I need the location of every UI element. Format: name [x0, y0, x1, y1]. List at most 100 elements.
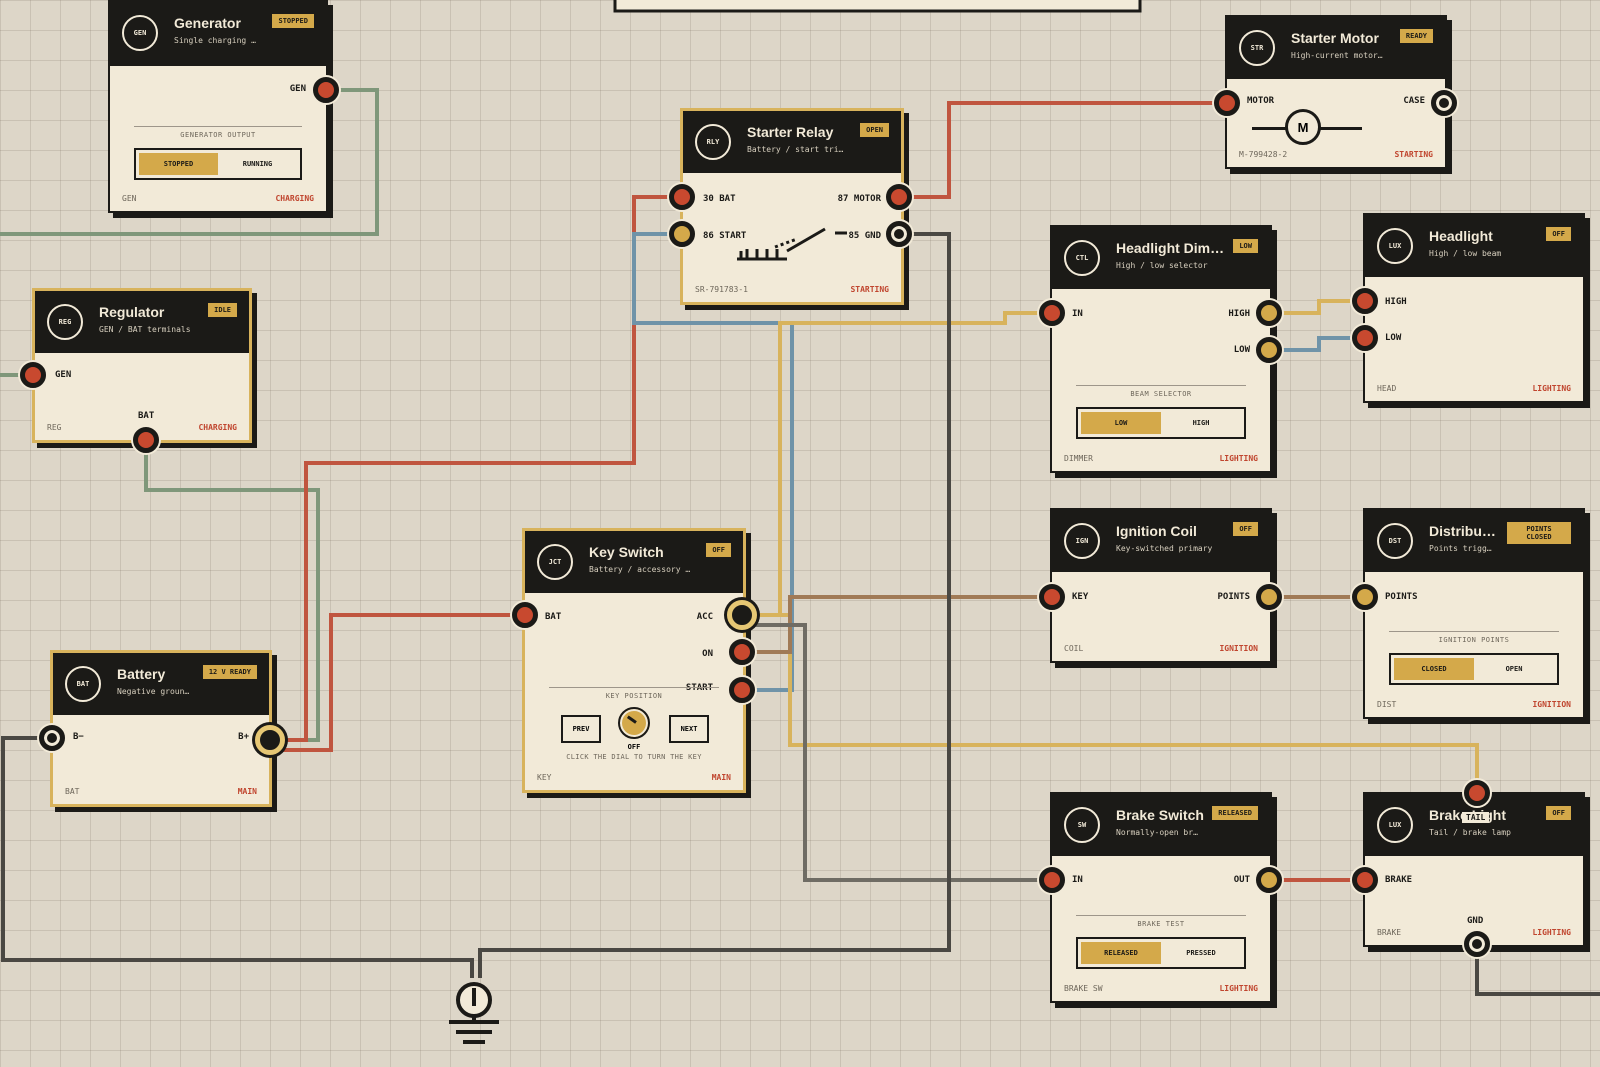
points-toggle[interactable]: CLOSED OPEN: [1389, 653, 1559, 685]
port-label-out: OUT: [1233, 875, 1250, 885]
node-header[interactable]: LUX Headlight High / low beam OFF: [1365, 215, 1583, 277]
node-header[interactable]: BAT Battery Negative groun… 12 V READY: [53, 653, 269, 715]
relay-87-port[interactable]: [886, 184, 912, 210]
brakelight-gnd-port[interactable]: [1464, 931, 1490, 957]
port-label-30: 30 BAT: [703, 194, 736, 204]
port-label-key: KEY: [1072, 592, 1089, 602]
relay-switch-symbol: [737, 227, 847, 261]
switch-icon: SW: [1064, 807, 1100, 843]
dimmer-high-port[interactable]: [1256, 300, 1282, 326]
node-title: Brake Switch: [1116, 807, 1204, 823]
brakelight-brake-port[interactable]: [1352, 867, 1378, 893]
port-label-pos: B+: [238, 732, 249, 742]
key-dial[interactable]: [618, 707, 650, 739]
battery-pos-port[interactable]: [255, 725, 285, 755]
section-label: IGNITION POINTS: [1389, 631, 1559, 644]
key-switch-node[interactable]: JCT Key Switch Battery / accessory … OFF…: [522, 528, 746, 793]
footer-id: COIL: [1064, 644, 1084, 653]
headlight-dimmer-node[interactable]: CTL Headlight Dim… High / low selector L…: [1050, 225, 1272, 473]
generator-node[interactable]: GEN Generator Single charging … STOPPED …: [108, 0, 328, 213]
prev-button[interactable]: PREV: [561, 715, 601, 743]
beam-toggle[interactable]: LOW HIGH: [1076, 407, 1246, 439]
option-closed[interactable]: CLOSED: [1394, 658, 1474, 680]
footer-id: BRAKE: [1377, 928, 1402, 937]
option-open[interactable]: OPEN: [1505, 665, 1523, 673]
battery-node[interactable]: BAT Battery Negative groun… 12 V READY B…: [50, 650, 272, 807]
output-toggle[interactable]: STOPPED RUNNING: [134, 148, 302, 180]
node-header[interactable]: SW Brake Switch Normally-open br… RELEAS…: [1052, 794, 1270, 856]
status-badge: POINTS CLOSED: [1507, 522, 1571, 544]
footer-category: LIGHTING: [1532, 384, 1571, 393]
option-running[interactable]: RUNNING: [242, 160, 273, 168]
option-released[interactable]: RELEASED: [1081, 942, 1161, 964]
port-label-brake: BRAKE: [1385, 875, 1413, 885]
node-title: Generator: [174, 15, 241, 31]
brake-test-toggle[interactable]: RELEASED PRESSED: [1076, 937, 1246, 969]
option-high[interactable]: HIGH: [1192, 419, 1210, 427]
option-pressed[interactable]: PRESSED: [1186, 949, 1216, 957]
key-on-port[interactable]: [729, 639, 755, 665]
starter-motor-node[interactable]: STR Starter Motor High-current motor… RE…: [1225, 15, 1447, 169]
headlight-low-port[interactable]: [1352, 325, 1378, 351]
regulator-bat-port[interactable]: [133, 427, 159, 453]
node-header[interactable]: GEN Generator Single charging … STOPPED: [110, 2, 326, 66]
node-header[interactable]: RLY Starter Relay Battery / start tri… O…: [683, 111, 901, 173]
brakelight-tail-port[interactable]: [1464, 780, 1490, 806]
footer-id: REG: [47, 423, 62, 432]
section-label: GENERATOR OUTPUT: [134, 126, 302, 139]
node-header[interactable]: IGN Ignition Coil Key-switched primary O…: [1052, 510, 1270, 572]
footer-category: STARTING: [850, 285, 889, 294]
footer-category: IGNITION: [1219, 644, 1258, 653]
next-button[interactable]: NEXT: [669, 715, 709, 743]
brake-switch-node[interactable]: SW Brake Switch Normally-open br… RELEAS…: [1050, 792, 1272, 1003]
wire-dim-low: [1269, 336, 1365, 352]
section-label: BEAM SELECTOR: [1076, 385, 1246, 398]
port-label-in: IN: [1072, 309, 1083, 319]
relay-30-port[interactable]: [669, 184, 695, 210]
footer-id: M-799428-2: [1239, 150, 1288, 159]
status-badge: LOW: [1233, 239, 1258, 253]
status-badge: RELEASED: [1212, 806, 1258, 820]
section-label: BRAKE TEST: [1076, 915, 1246, 928]
relay-85-port[interactable]: [886, 221, 912, 247]
coil-key-port[interactable]: [1039, 584, 1065, 610]
node-header[interactable]: REG Regulator GEN / BAT terminals IDLE: [35, 291, 249, 353]
relay-86-port[interactable]: [669, 221, 695, 247]
regulator-node[interactable]: REG Regulator GEN / BAT terminals IDLE G…: [32, 288, 252, 443]
wire-dim-high: [1269, 299, 1365, 315]
starter-relay-node[interactable]: RLY Starter Relay Battery / start tri… O…: [680, 108, 904, 305]
brakesw-out-port[interactable]: [1256, 867, 1282, 893]
motor-motor-port[interactable]: [1214, 90, 1240, 116]
status-badge: READY: [1399, 29, 1433, 43]
lamp-icon: LUX: [1377, 807, 1413, 843]
coil-points-port[interactable]: [1256, 584, 1282, 610]
headlight-node[interactable]: LUX Headlight High / low beam OFF HIGH L…: [1363, 213, 1585, 403]
dimmer-in-port[interactable]: [1039, 300, 1065, 326]
option-low[interactable]: LOW: [1081, 412, 1161, 434]
regulator-gen-port[interactable]: [20, 362, 46, 388]
footer-id: DIST: [1377, 700, 1397, 709]
status-badge: OFF: [1546, 806, 1571, 820]
brakesw-in-port[interactable]: [1039, 867, 1065, 893]
node-header[interactable]: DST Distribu… Points trigg… POINTS CLOSE…: [1365, 510, 1583, 572]
node-header[interactable]: CTL Headlight Dim… High / low selector L…: [1052, 227, 1270, 289]
generator-gen-port[interactable]: [313, 77, 339, 103]
key-acc-port[interactable]: [727, 600, 757, 630]
status-badge: OFF: [1233, 522, 1258, 536]
ignition-coil-node[interactable]: IGN Ignition Coil Key-switched primary O…: [1050, 508, 1272, 663]
regulator-icon: REG: [47, 304, 83, 340]
node-header[interactable]: JCT Key Switch Battery / accessory … OFF: [525, 531, 743, 593]
battery-neg-port[interactable]: [39, 725, 65, 751]
node-header[interactable]: STR Starter Motor High-current motor… RE…: [1227, 17, 1445, 79]
port-label-high: HIGH: [1385, 297, 1407, 307]
distributor-points-port[interactable]: [1352, 584, 1378, 610]
motor-case-port[interactable]: [1431, 90, 1457, 116]
option-stopped[interactable]: STOPPED: [139, 153, 218, 175]
dimmer-low-port[interactable]: [1256, 337, 1282, 363]
distributor-node[interactable]: DST Distribu… Points trigg… POINTS CLOSE…: [1363, 508, 1585, 719]
key-start-port[interactable]: [729, 677, 755, 703]
node-title: Starter Relay: [747, 124, 834, 140]
distributor-icon: DST: [1377, 523, 1413, 559]
headlight-high-port[interactable]: [1352, 288, 1378, 314]
key-bat-port[interactable]: [512, 602, 538, 628]
